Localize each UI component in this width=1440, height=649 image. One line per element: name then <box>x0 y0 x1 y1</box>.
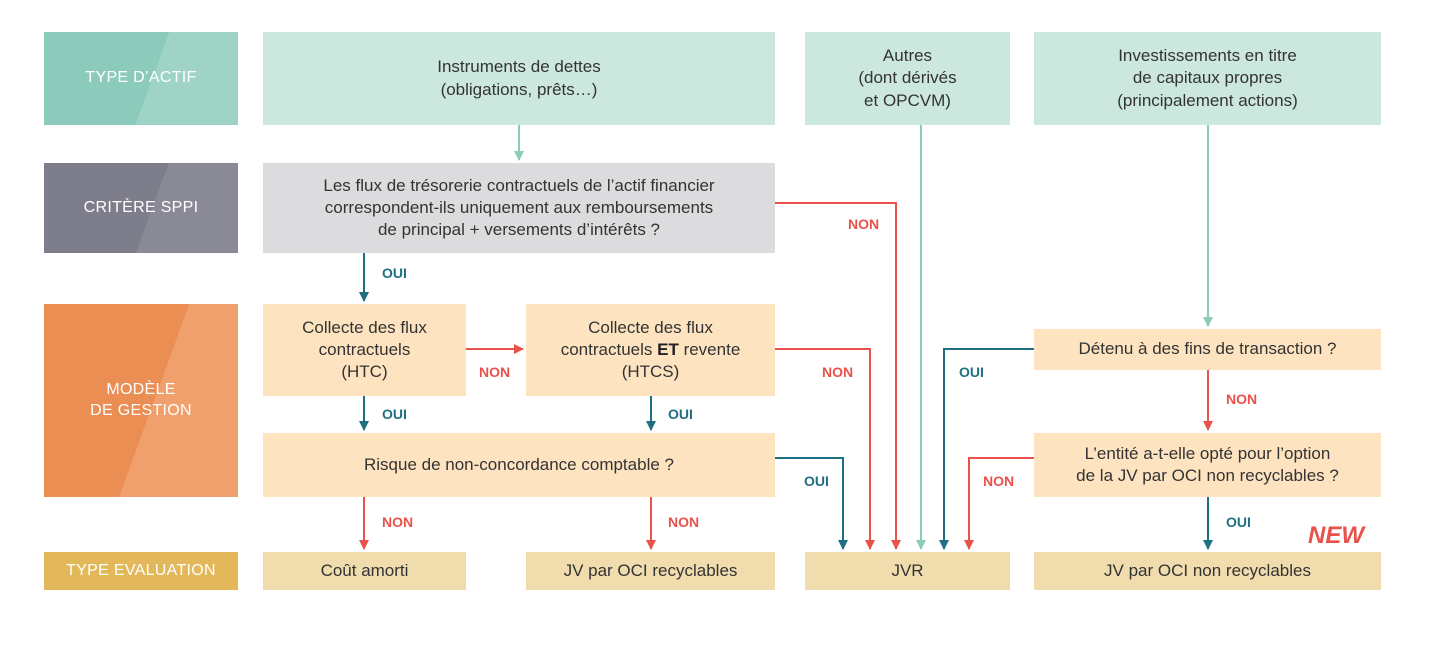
box-option-jv: L’entité a-t-elle opté pour l’option de … <box>1034 433 1381 497</box>
box-transaction: Détenu à des fins de transaction ? <box>1034 329 1381 370</box>
box-autres-text: Autres (dont dérivés et OPCVM) <box>858 46 957 110</box>
tag-non-risque-jvoci: NON <box>668 514 700 530</box>
tag-oui-risque: OUI <box>804 473 829 489</box>
box-htcs: Collecte des flux contractuels ET revent… <box>526 304 775 396</box>
tag-non-htc: NON <box>479 364 511 380</box>
box-non-concordance: Risque de non-concordance comptable ? <box>263 433 775 497</box>
eval-jv-oci-non-recyclables-text: JV par OCI non recyclables <box>1104 560 1311 580</box>
tag-oui-transaction: OUI <box>959 364 984 380</box>
tag-non-transaction: NON <box>1226 391 1258 407</box>
row-label-type-actif-text: TYPE D’ACTIF <box>85 69 197 87</box>
row-label-type-actif: TYPE D’ACTIF <box>44 32 238 125</box>
arrow-option-non-to-jvr <box>964 457 1034 550</box>
box-htc: Collecte des flux contractuels (HTC) <box>263 304 466 396</box>
tag-non-htcs: NON <box>822 364 854 380</box>
box-capitaux-propres: Investissements en titre de capitaux pro… <box>1034 32 1381 125</box>
new-badge: NEW <box>1308 522 1364 549</box>
row-label-type-evaluation: TYPE EVALUATION <box>44 552 238 590</box>
box-htc-text: Collecte des flux contractuels (HTC) <box>302 317 427 382</box>
box-htcs-line1: Collecte des flux <box>588 317 713 337</box>
box-instruments-dettes: Instruments de dettes (obligations, prêt… <box>263 32 775 125</box>
arrow-sppi-non-to-jvr <box>775 202 901 550</box>
eval-jvr: JVR <box>805 552 1010 590</box>
tag-oui-sppi: OUI <box>382 265 407 281</box>
eval-cout-amorti: Coût amorti <box>263 552 466 590</box>
arrow-htcs-non-to-jvr <box>775 348 875 550</box>
tag-oui-htc: OUI <box>382 406 407 422</box>
tag-oui-option: OUI <box>1226 514 1251 530</box>
box-non-concordance-text: Risque de non-concordance comptable ? <box>364 454 674 474</box>
eval-jv-oci-non-recyclables: JV par OCI non recyclables <box>1034 552 1381 590</box>
eval-jv-oci-recyclables-text: JV par OCI recyclables <box>563 560 738 580</box>
tag-non-option: NON <box>983 473 1015 489</box>
box-instruments-dettes-text: Instruments de dettes (obligations, prêt… <box>437 57 601 99</box>
box-sppi-question: Les flux de trésorerie contractuels de l… <box>263 163 775 253</box>
eval-cout-amorti-text: Coût amorti <box>320 560 409 580</box>
box-option-jv-text: L’entité a-t-elle opté pour l’option de … <box>1076 443 1339 485</box>
tag-non-sppi: NON <box>848 216 880 232</box>
box-transaction-text: Détenu à des fins de transaction ? <box>1078 339 1337 359</box>
arrow-transaction-oui-to-jvr <box>939 348 1034 550</box>
box-htcs-line2-pre: contractuels <box>560 339 658 359</box>
eval-jvr-text: JVR <box>891 560 924 580</box>
row-label-modele-gestion: MODÈLE DE GESTION <box>44 304 238 497</box>
row-label-type-evaluation-text: TYPE EVALUATION <box>66 561 216 579</box>
box-autres: Autres (dont dérivés et OPCVM) <box>805 32 1010 125</box>
tag-non-risque-cout: NON <box>382 514 414 530</box>
eval-jv-oci-recyclables: JV par OCI recyclables <box>526 552 775 590</box>
box-htcs-line2: contractuels ET revente <box>561 339 741 361</box>
box-sppi-question-text: Les flux de trésorerie contractuels de l… <box>323 175 715 240</box>
arrow-risque-oui-to-jvr <box>775 457 848 550</box>
row-label-modele-gestion-text: MODÈLE DE GESTION <box>90 380 192 419</box>
box-htcs-line2-bold: ET <box>657 339 679 359</box>
tag-oui-htcs: OUI <box>668 406 693 422</box>
box-capitaux-propres-text: Investissements en titre de capitaux pro… <box>1117 46 1298 110</box>
box-htcs-line3: (HTCS) <box>621 362 680 382</box>
box-htcs-line2-post: revente <box>678 339 741 359</box>
row-label-critere-sppi: CRITÈRE SPPI <box>44 163 238 253</box>
row-label-critere-sppi-text: CRITÈRE SPPI <box>83 198 199 216</box>
